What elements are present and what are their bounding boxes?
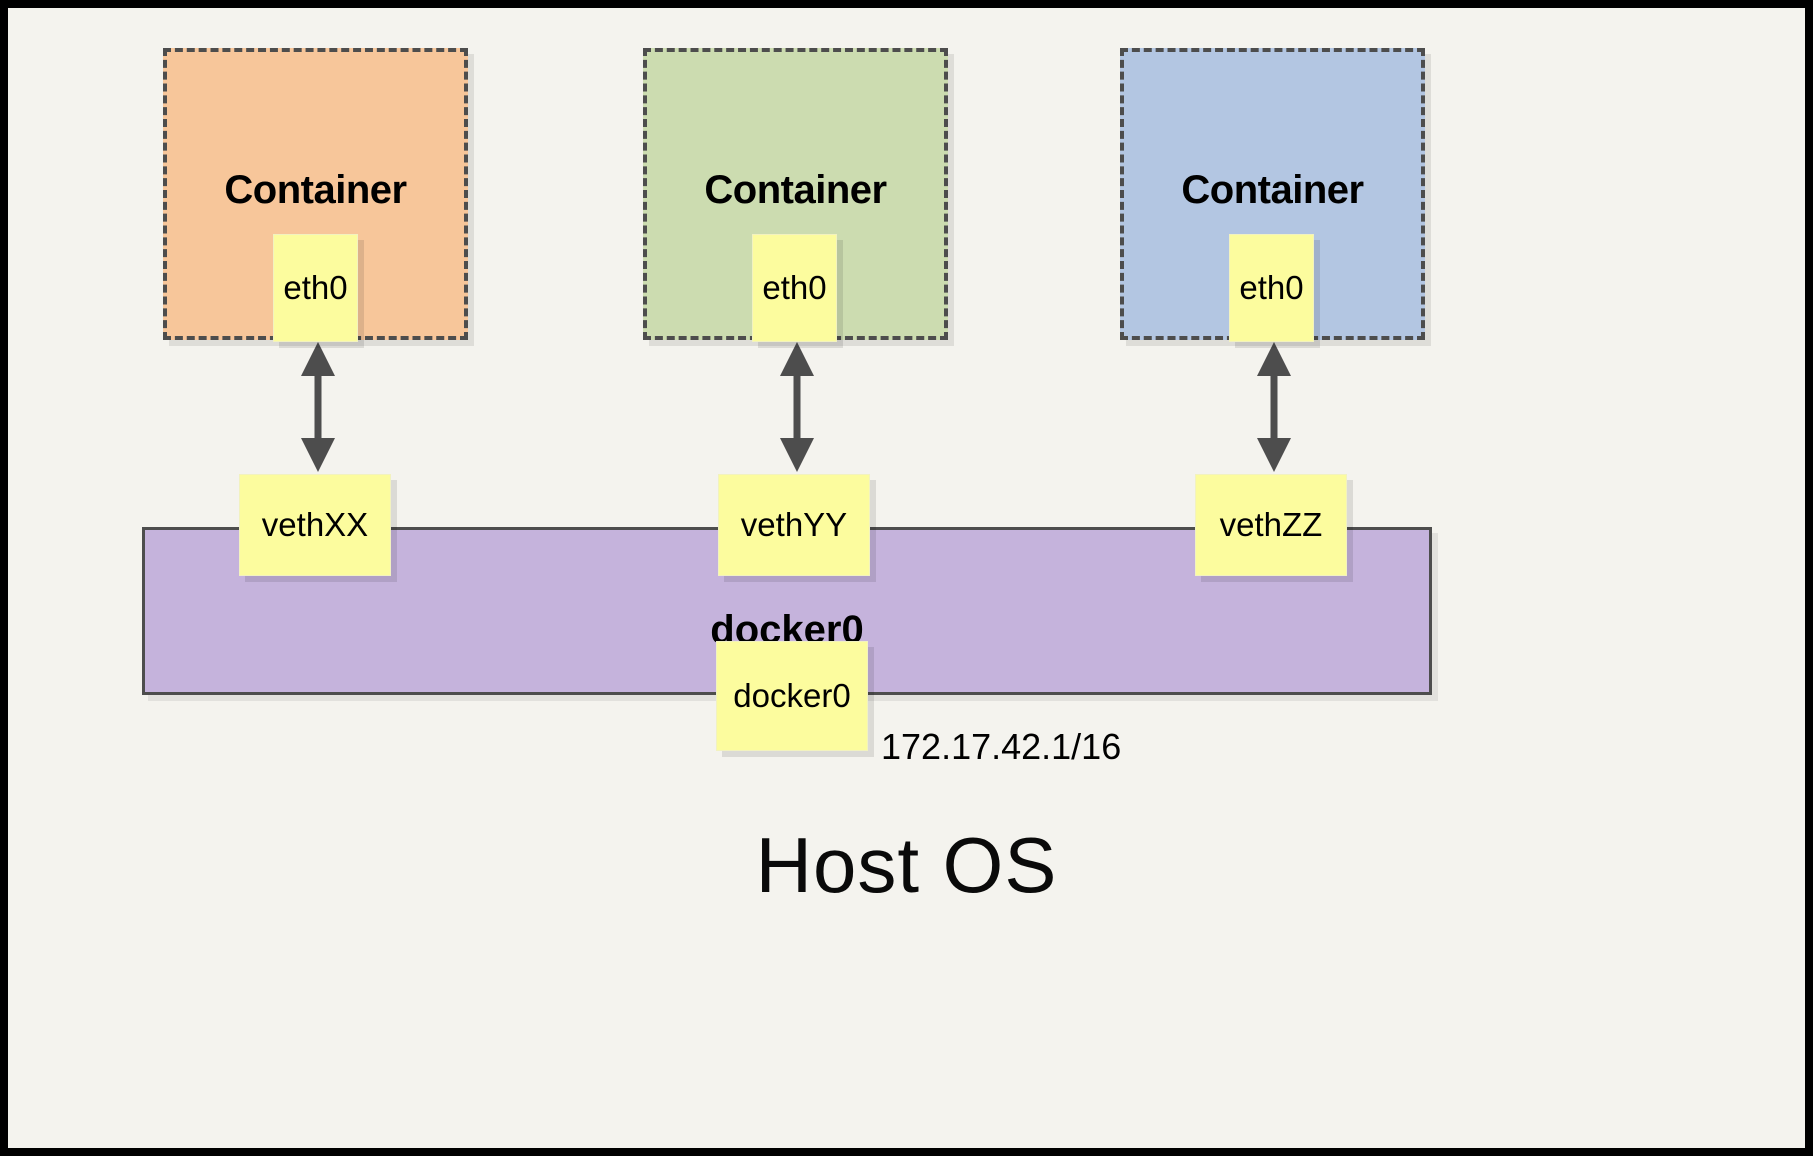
veth-link-arrow-1 — [301, 342, 335, 472]
veth-box-1: vethXX — [239, 474, 391, 576]
veth-link-arrow-2 — [780, 342, 814, 472]
host-os-title: Host OS — [755, 821, 1058, 909]
container-eth0-3: eth0 — [1229, 234, 1314, 342]
veth-label-3: vethZZ — [1219, 506, 1323, 543]
container-eth0-label-3: eth0 — [1239, 269, 1304, 306]
docker0-port-box: docker0 — [716, 641, 868, 751]
container-eth0-label-1: eth0 — [283, 269, 348, 306]
container-eth0-2: eth0 — [752, 234, 837, 342]
container-eth0-1: eth0 — [273, 234, 358, 342]
container-label-2: Container — [704, 168, 887, 212]
veth-label-2: vethYY — [740, 506, 848, 543]
veth-label-1: vethXX — [261, 506, 369, 543]
container-eth0-label-2: eth0 — [762, 269, 827, 306]
container-label-3: Container — [1181, 168, 1364, 212]
diagram-canvas: Container eth0 Container eth0 Container … — [8, 8, 1805, 1148]
veth-link-arrow-3 — [1257, 342, 1291, 472]
docker0-port-label: docker0 — [733, 677, 851, 714]
veth-box-2: vethYY — [718, 474, 870, 576]
container-label-1: Container — [224, 168, 407, 212]
docker0-ip-label: 172.17.42.1/16 — [881, 726, 1122, 767]
veth-box-3: vethZZ — [1195, 474, 1347, 576]
